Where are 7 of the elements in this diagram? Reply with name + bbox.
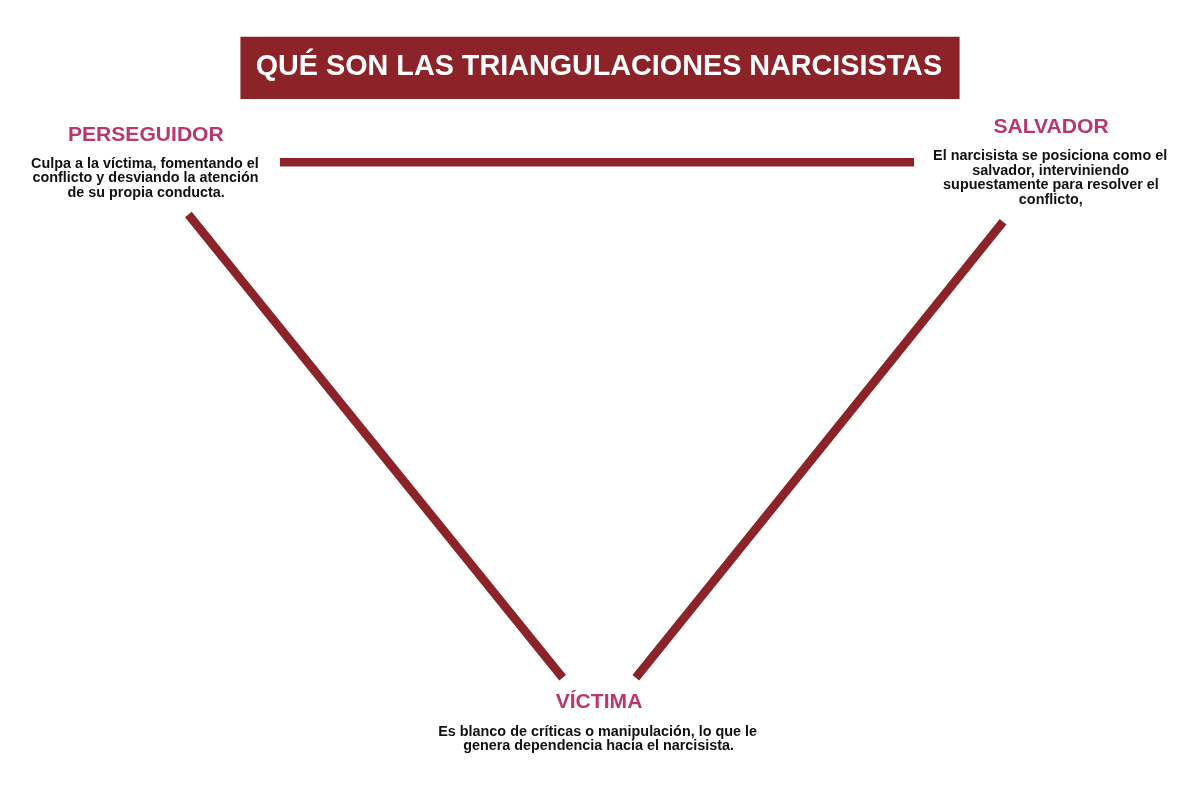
connector (279, 157, 915, 167)
node-text: VÍCTIMA Es blanco de críticas o manipulación, lo que le genera dependencia hacia el narcisista. (438, 688, 757, 753)
diagram-title: QUÉ SON LAS TRIANGULACIONES NARCISISTAS (255, 48, 943, 81)
connector (632, 218, 1007, 680)
node-text: PERSEGUIDOR Culpa a la víctima, fomentando el conflicto y desviando la atención de su propia conducta. (31, 121, 259, 200)
connector (185, 211, 566, 680)
node-text: SALVADOR El narcisista se posiciona como el salvador, interviniendo supuestamente para resolver el conflicto, (933, 113, 1168, 207)
